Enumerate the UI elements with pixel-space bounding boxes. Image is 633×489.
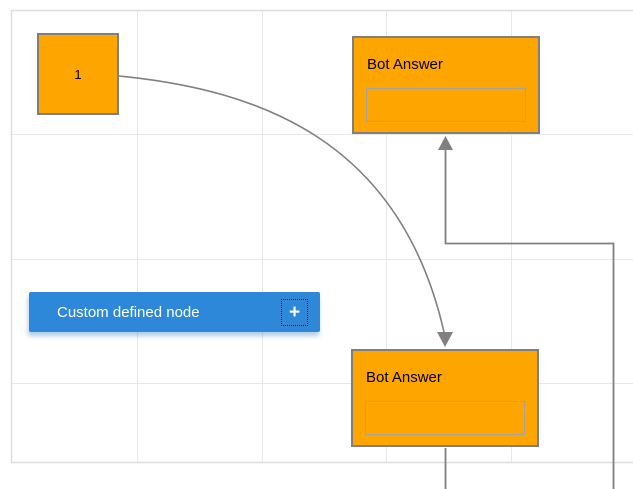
bot-answer-title: Bot Answer [367,56,443,73]
custom-node-label: Custom defined node [57,303,200,321]
connector-curve-arrowhead-down [437,332,453,347]
start-node-label: 1 [74,66,82,82]
start-node[interactable]: 1 [37,33,119,115]
grid-border [10,9,633,464]
custom-defined-node[interactable]: Custom defined node + [29,292,320,332]
bot-answer-title: Bot Answer [366,369,442,386]
connector-orthogonal[interactable] [444,150,615,489]
add-port-button[interactable]: + [281,298,308,326]
plus-icon: + [288,301,301,323]
connector-curve[interactable] [118,75,445,333]
connector-orthogonal-arrowhead-up [438,136,453,150]
bot-answer-input[interactable] [365,401,525,435]
bot-answer-node-top[interactable]: Bot Answer [352,36,540,134]
bot-answer-input[interactable] [366,88,526,122]
bot-answer-node-bottom[interactable]: Bot Answer [351,349,539,447]
